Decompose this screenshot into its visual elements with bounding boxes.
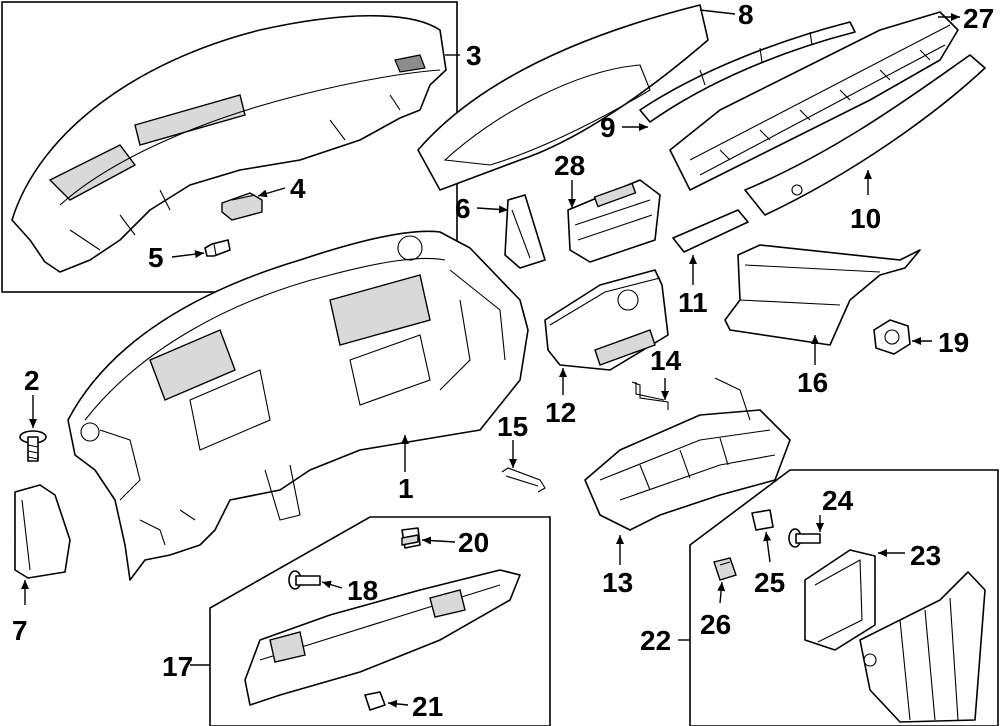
part-bolt-18 — [288, 570, 321, 590]
callout-24: 24 — [822, 485, 854, 516]
callout-13: 13 — [602, 567, 633, 598]
part-trim-panel-16 — [724, 244, 921, 346]
part-pad-11 — [672, 209, 749, 253]
callout-18: 18 — [347, 575, 378, 606]
part-instrument-panel-frame — [67, 230, 529, 581]
part-switch-panel — [567, 179, 661, 263]
callout-17: 17 — [162, 651, 193, 682]
callout-labels: 1 2 3 4 5 6 7 8 9 10 11 12 13 14 15 16 1… — [12, 0, 994, 722]
callout-12: 12 — [545, 397, 576, 428]
callout-6: 6 — [455, 193, 471, 224]
part-clip-26 — [713, 557, 737, 581]
callout-1: 1 — [398, 473, 414, 504]
part-bracket-14 — [631, 381, 669, 410]
callout-27: 27 — [963, 3, 994, 34]
part-airbag-module — [544, 269, 669, 371]
callout-26: 26 — [700, 609, 731, 640]
callout-20: 20 — [458, 527, 489, 558]
part-lower-trim-panel — [244, 569, 521, 706]
callout-3: 3 — [466, 40, 482, 71]
callout-22: 22 — [640, 625, 671, 656]
part-clip-4 — [221, 192, 263, 221]
callout-19: 19 — [938, 327, 969, 358]
part-defroster-panel — [417, 4, 709, 191]
part-air-duct — [669, 11, 959, 191]
part-trim-strip-10 — [744, 54, 986, 216]
part-bracket-15 — [501, 467, 546, 493]
callout-14: 14 — [650, 345, 682, 376]
part-glove-box-door — [859, 571, 986, 723]
part-bolt-24 — [788, 528, 821, 548]
part-clip-21 — [364, 691, 386, 711]
part-clip-20 — [401, 527, 421, 549]
group-box-lower-trim — [209, 516, 551, 726]
part-clip-25 — [751, 509, 774, 531]
callout-23: 23 — [910, 540, 941, 571]
callout-5: 5 — [148, 242, 164, 273]
callout-11: 11 — [678, 287, 708, 318]
callout-7: 7 — [12, 615, 28, 646]
part-bolt-5 — [204, 239, 231, 257]
callout-15: 15 — [497, 411, 528, 442]
callout-21: 21 — [412, 691, 443, 722]
callout-25: 25 — [754, 567, 785, 598]
part-trim-strip-9 — [639, 21, 856, 123]
callout-4: 4 — [290, 173, 306, 204]
leader-lines — [21, 9, 960, 708]
part-nut-19 — [873, 319, 911, 355]
part-glove-box-latch — [804, 549, 876, 651]
part-side-cover-6 — [504, 194, 546, 269]
callout-16: 16 — [797, 367, 828, 398]
callout-2: 2 — [24, 365, 40, 396]
part-screw-2 — [19, 430, 47, 462]
callout-10: 10 — [850, 203, 881, 234]
part-upper-dash-cover — [11, 14, 447, 273]
callout-8: 8 — [738, 0, 754, 30]
group-box-glove-box — [689, 469, 999, 726]
part-glove-box-bracket — [584, 377, 791, 531]
callout-28: 28 — [554, 150, 585, 181]
part-end-cover-7 — [14, 484, 71, 579]
callout-9: 9 — [600, 112, 616, 143]
